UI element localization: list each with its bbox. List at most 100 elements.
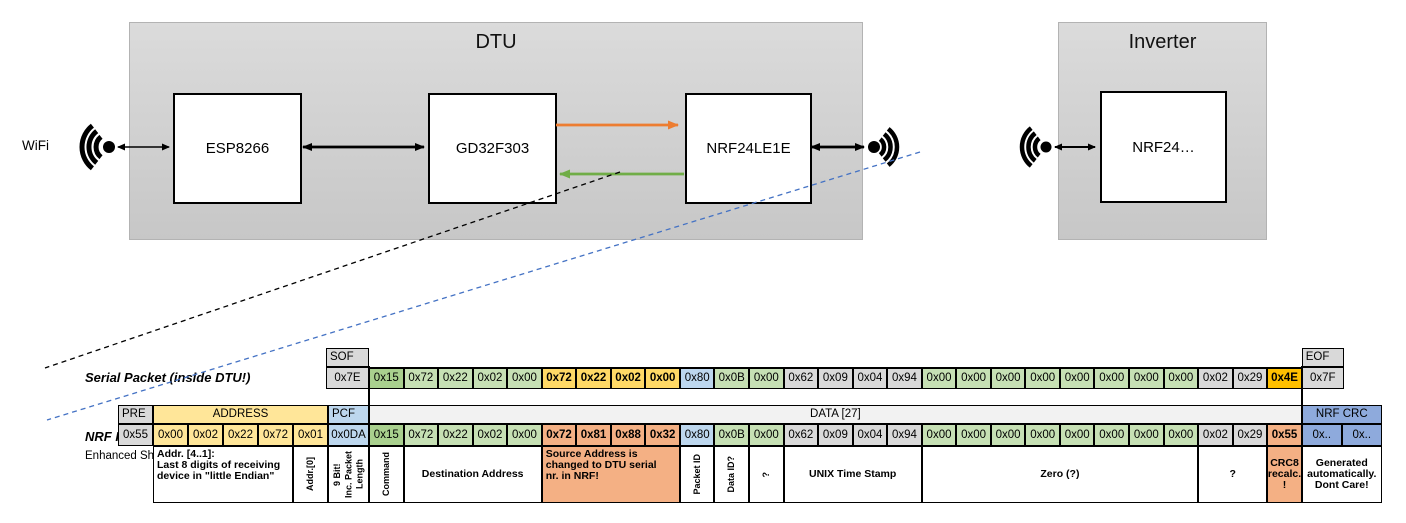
serial-byte-cell: 0x00 xyxy=(956,367,991,389)
nrf-byte-cell: 0x29 xyxy=(1232,424,1268,446)
nrf-byte-cell: 0x00 xyxy=(153,424,188,446)
nrf-byte-cell-text: 0x01 xyxy=(298,428,323,441)
nrf-byte-cell-text: 0x.. xyxy=(1352,428,1372,441)
serial-byte-cell: 0x00 xyxy=(1059,367,1095,389)
nrf-byte-cell-text: 0x94 xyxy=(892,428,917,441)
nrf-crc-header-cell: NRF CRC xyxy=(1301,405,1382,424)
nrf-byte-cell-text: 0x00 xyxy=(1168,428,1194,441)
nrf-byte-cell-text: 0x55 xyxy=(123,428,148,441)
serial-byte-cell-text: 0x02 xyxy=(1202,372,1228,385)
annotation-cell-text: Destination Address xyxy=(421,467,524,480)
nrf-byte-cell-text: 0x00 xyxy=(1030,428,1056,441)
nrf-byte-cell: 0x55 xyxy=(1267,424,1302,446)
annotation-cell-text: Data ID? xyxy=(726,456,737,493)
nrf-byte-cell: 0x22 xyxy=(223,424,258,446)
inverter-wifi-icon xyxy=(1019,126,1052,168)
address-header-cell: ADDRESS xyxy=(153,405,328,424)
wifi-icon xyxy=(79,123,115,171)
nrf-byte-cell: 0x0B xyxy=(714,424,750,446)
serial-byte-cell: 0x4E xyxy=(1267,367,1302,389)
nrf-byte-cell-text: 0x32 xyxy=(649,428,676,441)
nrf-byte-cell: 0x15 xyxy=(369,424,404,446)
nrf-byte-cell: 0x94 xyxy=(887,424,922,446)
wifi-label: WiFi xyxy=(22,138,49,153)
nrf-byte-cell: 0x72 xyxy=(541,424,577,446)
serial-byte-cell-text: 0x02 xyxy=(477,372,503,385)
serial-byte-cell-text: 0x00 xyxy=(753,372,779,385)
annotation-cell: Data ID? xyxy=(714,446,750,503)
nrf-byte-cell-text: 0x00 xyxy=(511,428,537,441)
serial-byte-cell: 0x02 xyxy=(610,367,646,389)
eof-value-cell: 0x7F xyxy=(1301,367,1344,389)
nrf-byte-cell-text: 0x22 xyxy=(228,428,253,441)
serial-byte-cell-text: 0x00 xyxy=(961,372,987,385)
inverter-zone: Inverter xyxy=(1058,22,1267,240)
nrf-byte-cell-text: 0x02 xyxy=(193,428,218,441)
serial-byte-cell-text: 0x00 xyxy=(995,372,1021,385)
serial-byte-cell: 0x00 xyxy=(1025,367,1060,389)
annotation-cell: 9 Bit! Inc. Packet Length xyxy=(328,446,369,503)
nrf-byte-cell: 0x02 xyxy=(472,424,508,446)
serial-byte-cell: 0x04 xyxy=(852,367,888,389)
eof-header-cell: EOF xyxy=(1301,348,1344,367)
nrf-byte-cell-text: 0x62 xyxy=(788,428,814,441)
serial-byte-cell-text: 0x00 xyxy=(1064,372,1090,385)
serial-byte-cell: 0x72 xyxy=(541,367,577,389)
nrf-byte-cell: 0x02 xyxy=(188,424,223,446)
dtu-title: DTU xyxy=(475,31,517,53)
eof-header-cell-text: EOF xyxy=(1305,351,1330,364)
nrf-byte-cell-text: 0x00 xyxy=(1099,428,1125,441)
annotation-cell: Packet ID xyxy=(679,446,715,503)
annotation-cell-text: Command xyxy=(380,452,391,497)
annotation-cell: Command xyxy=(369,446,404,503)
nrf-byte-cell-text: 0x02 xyxy=(1202,428,1228,441)
serial-byte-cell: 0x94 xyxy=(887,367,922,389)
data-header-cell: DATA [27] xyxy=(369,405,1302,424)
serial-byte-cell-text: 0x00 xyxy=(1099,372,1125,385)
nrf-byte-cell: 0x00 xyxy=(749,424,784,446)
annotation-cell-text: ? xyxy=(1229,467,1236,480)
pre-header-cell-text: PRE xyxy=(122,408,146,421)
nrf-byte-cell-text: 0x0DA xyxy=(331,428,366,441)
nrf-byte-cell: 0x0DA xyxy=(328,424,369,446)
sof-value-cell: 0x7E xyxy=(326,367,369,389)
serial-byte-cell-text: 0x22 xyxy=(580,372,607,385)
annotation-cell-text: Source Address is changed to DTU serial … xyxy=(545,448,657,483)
annotation-cell-text: ? xyxy=(760,471,771,478)
nrf-byte-cell: 0x02 xyxy=(1198,424,1233,446)
annotation-cell: Destination Address xyxy=(403,446,542,503)
serial-byte-cell-text: 0x72 xyxy=(546,372,572,385)
nrf-byte-cell: 0x72 xyxy=(258,424,293,446)
serial-byte-cell: 0x22 xyxy=(576,367,611,389)
serial-byte-cell-text: 0x72 xyxy=(408,372,434,385)
nrf-byte-cell-text: 0x81 xyxy=(580,428,607,441)
serial-byte-cell-text: 0x00 xyxy=(1133,372,1159,385)
serial-byte-cell-text: 0x15 xyxy=(373,372,399,385)
annotation-cell-text: CRC8 recalc. ! xyxy=(1267,456,1302,491)
nrf-byte-cell-text: 0x00 xyxy=(158,428,183,441)
esp8266-box: ESP8266 xyxy=(173,93,302,204)
antenna-icon xyxy=(868,127,900,167)
serial-byte-cell: 0x22 xyxy=(438,367,473,389)
pcf-header-cell: PCF xyxy=(328,405,369,424)
nrf-byte-cell: 0x55 xyxy=(118,424,153,446)
nrf-crc-header-cell-text: NRF CRC xyxy=(1315,408,1368,421)
nrf-byte-cell: 0x72 xyxy=(403,424,439,446)
serial-byte-cell: 0x80 xyxy=(679,367,715,389)
sof-value-cell-text: 0x7E xyxy=(334,371,361,384)
nrf-byte-cell: 0x81 xyxy=(576,424,611,446)
nrf-byte-cell-text: 0x00 xyxy=(926,428,952,441)
nrf-byte-cell-text: 0x02 xyxy=(477,428,503,441)
annotation-cell: Addr. [4..1]: Last 8 digits of receiving… xyxy=(153,446,293,503)
nrf-byte-cell-text: 0x0B xyxy=(718,428,745,441)
serial-byte-cell-text: 0x29 xyxy=(1237,372,1263,385)
nrf-byte-cell: 0x01 xyxy=(293,424,328,446)
nrf-byte-cell-text: 0x72 xyxy=(263,428,288,441)
serial-byte-cell: 0x72 xyxy=(403,367,439,389)
annotation-cell-text: Generated automatically. Dont Care! xyxy=(1307,456,1377,491)
nrf-byte-cell: 0x00 xyxy=(1025,424,1060,446)
serial-byte-cell-text: 0x22 xyxy=(442,372,468,385)
nrf-byte-cell-text: 0x29 xyxy=(1237,428,1263,441)
serial-byte-cell: 0x02 xyxy=(472,367,508,389)
